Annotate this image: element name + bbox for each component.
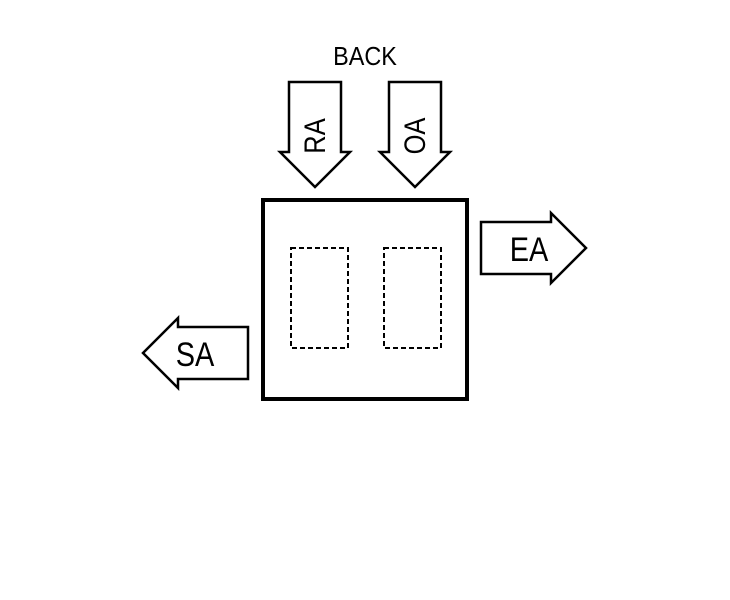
arrow-oa-label: OA — [398, 117, 431, 154]
arrow-ea-shape — [479, 209, 588, 287]
diagram-title: BACK — [333, 43, 397, 71]
arrow-ea: EA — [479, 209, 588, 287]
arrow-ea-label: EA — [510, 230, 549, 269]
unit-box — [261, 198, 469, 401]
compartment-left — [290, 247, 349, 349]
arrow-sa-shape — [141, 314, 250, 392]
arrow-oa: OA — [376, 80, 454, 189]
arrow-ra: RA — [276, 80, 354, 189]
arrow-ra-shape — [276, 80, 354, 189]
compartment-right — [383, 247, 442, 349]
arrow-oa-shape — [376, 80, 454, 189]
arrow-sa-label: SA — [176, 335, 215, 374]
arrow-ra-label: RA — [298, 118, 331, 154]
arrow-sa: SA — [141, 314, 250, 392]
